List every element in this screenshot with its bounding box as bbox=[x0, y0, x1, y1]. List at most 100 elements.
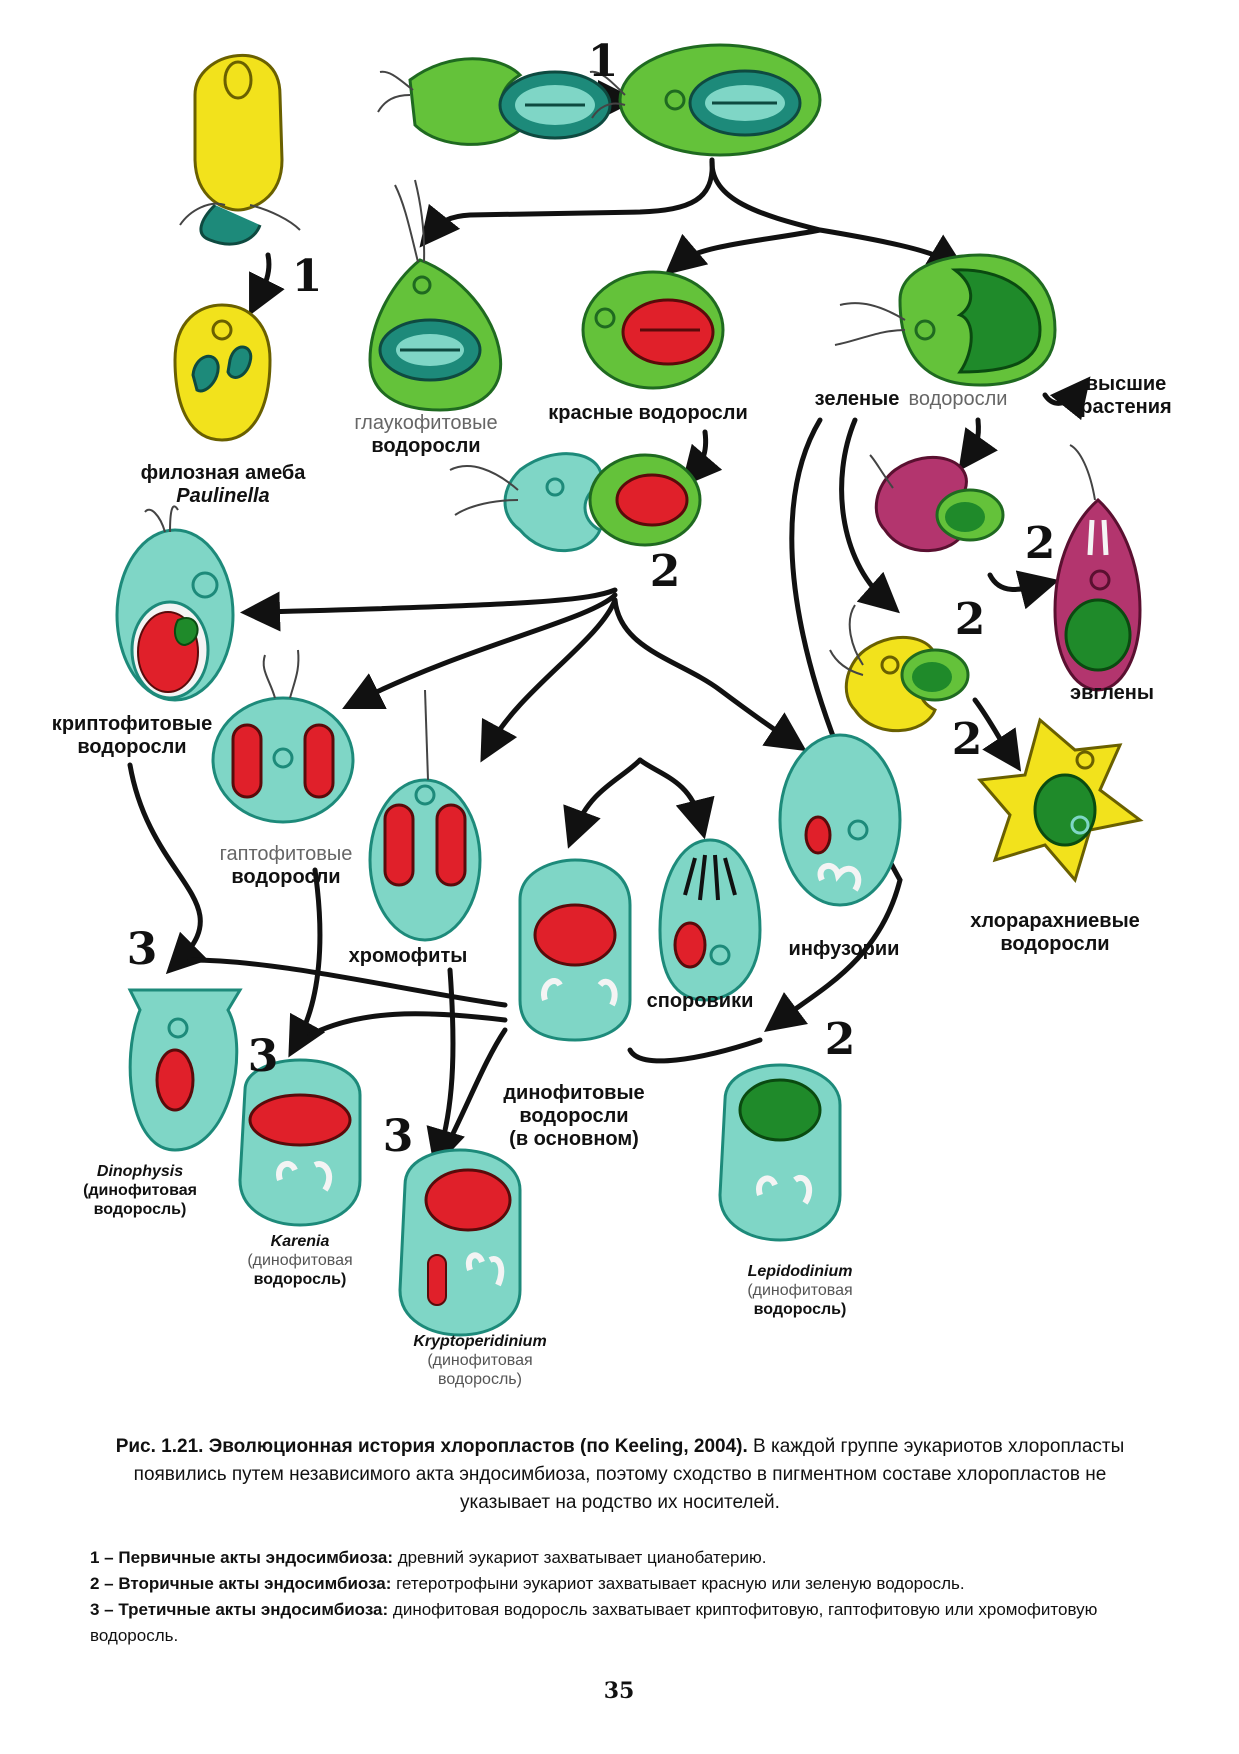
legend-note-2-head: 2 – Вторичные акты эндосимбиоза: bbox=[90, 1574, 392, 1593]
lepidodinium-name: Lepidodinium bbox=[747, 1263, 853, 1280]
paulinella-with-plastids-cell bbox=[173, 303, 272, 442]
endosymbiosis-diagram: филозная амеба Paulinella глаукофитовые … bbox=[51, 36, 1172, 1389]
green-algae-cell bbox=[834, 253, 1057, 387]
glaucophyte-cell bbox=[368, 179, 503, 412]
glaucophyte-label-line2: водоросли bbox=[371, 435, 481, 457]
karenia-name: Karenia bbox=[270, 1233, 330, 1250]
arrow-red-secondary bbox=[680, 429, 723, 488]
lepidodinium-line2: (динофитовая bbox=[747, 1282, 853, 1299]
chlorarach-engulf-cell bbox=[829, 604, 970, 733]
caption-title: Рис. 1.21. Эволюционная история хлоропла… bbox=[115, 1436, 748, 1457]
diagram-canvas bbox=[115, 43, 1144, 1337]
legend-note-2-text: гетеротрофыни эукариот захватывает красн… bbox=[396, 1574, 965, 1593]
kryptoperidinium-cell bbox=[398, 1148, 522, 1337]
glaucophyte-label-line1: глаукофитовые bbox=[354, 412, 498, 434]
arrow-hapto-karenia bbox=[288, 867, 326, 1058]
dinophysis-cell bbox=[127, 988, 243, 1152]
cryptophyte-cell bbox=[115, 505, 235, 702]
karenia-label: Karenia (динофитовая водоросль) bbox=[247, 1232, 352, 1289]
haptophyte-label-line1: гаптофитовые bbox=[219, 843, 353, 865]
arrow-to-glaucophytes bbox=[419, 157, 715, 248]
step-number-chlorarach-a: 2 bbox=[954, 594, 986, 645]
arrow-to-green-algae bbox=[817, 227, 968, 273]
primary-host-cell bbox=[377, 57, 612, 146]
red-algae-cell bbox=[581, 270, 725, 390]
sporozoa-label: споровики bbox=[646, 990, 754, 1012]
euglena-cell bbox=[1053, 444, 1142, 692]
arrow-paulinella bbox=[249, 252, 285, 316]
dinophysis-name: Dinophysis bbox=[96, 1163, 184, 1180]
step-number-paulinella: 1 bbox=[291, 251, 323, 302]
green-algae-label-a: зеленые bbox=[814, 388, 900, 410]
chlorarach-label: хлорарахниевые водоросли bbox=[970, 910, 1140, 956]
kryptoperidinium-label: Kryptoperidinium (динофитовая водоросль) bbox=[413, 1332, 546, 1389]
primary-plastid-cell bbox=[589, 43, 822, 157]
step-number-dinophysis: 3 bbox=[126, 924, 158, 975]
dinophysis-line2: (динофитовая bbox=[83, 1182, 197, 1199]
dinophysis-line3: водоросль) bbox=[93, 1201, 187, 1218]
kryptoperidinium-name: Kryptoperidinium bbox=[413, 1333, 547, 1350]
arrow-to-chromophytes bbox=[480, 597, 618, 763]
dinoflagellate-label: динофитовые водоросли (в основном) bbox=[503, 1082, 644, 1151]
step-number-lepido: 2 bbox=[824, 1014, 856, 1065]
lepidodinium-label: Lepidodinium (динофитовая водоросль) bbox=[747, 1262, 852, 1319]
chlorarachniophyte-cell bbox=[977, 717, 1144, 884]
euglena-engulf-cell bbox=[869, 454, 1005, 553]
chromophyte-cell bbox=[368, 689, 482, 942]
arrow-to-sporozoa bbox=[637, 757, 715, 840]
chromophyte-label: хромофиты bbox=[348, 945, 468, 967]
step-number-red-secondary: 2 bbox=[649, 546, 681, 597]
karenia-cell bbox=[238, 1058, 362, 1227]
legend-note-3: 3 – Третичные акты эндосимбиоза: динофит… bbox=[90, 1597, 1150, 1649]
dinophysis-label: Dinophysis (динофитовая водоросль) bbox=[83, 1162, 197, 1219]
step-number-krypto: 3 bbox=[382, 1111, 414, 1162]
page-number: 35 bbox=[603, 1678, 635, 1704]
legend-note-2: 2 – Вторичные акты эндосимбиоза: гетерот… bbox=[90, 1571, 1150, 1597]
arrow-to-dinoflagellates bbox=[563, 757, 643, 849]
arrow-chlorarach bbox=[972, 697, 1022, 772]
kryptoperidinium-line3: водоросль) bbox=[438, 1371, 522, 1388]
arrow-green-chlorarach bbox=[839, 417, 900, 614]
arrow-to-haptophytes bbox=[342, 592, 618, 709]
haptophyte-cell bbox=[211, 649, 355, 824]
kryptoperidinium-line2: (динофитовая bbox=[427, 1352, 533, 1369]
legend-note-1-head: 1 – Первичные акты эндосимбиоза: bbox=[90, 1548, 393, 1567]
ciliate-cell bbox=[778, 733, 902, 907]
lepidodinium-line3: водоросль) bbox=[753, 1301, 847, 1318]
secondary-red-engulf-cell bbox=[449, 452, 702, 553]
red-algae-label: красные водоросли bbox=[548, 402, 748, 424]
arrow-dino-karenia bbox=[307, 1011, 508, 1038]
higher-plants-line1: высшие bbox=[1085, 373, 1167, 395]
arrow-to-ciliates bbox=[612, 597, 807, 752]
paulinella-label-line1: филозная амеба bbox=[140, 462, 306, 484]
cryptophyte-line2: водоросли bbox=[77, 736, 187, 758]
paulinella-label: филозная амеба Paulinella bbox=[141, 462, 306, 508]
step-number-karenia: 3 bbox=[247, 1031, 279, 1082]
legend-note-1-text: древний эукариот захватывает цианобатери… bbox=[397, 1548, 767, 1567]
paulinella-label-line2: Paulinella bbox=[176, 485, 270, 507]
arrow-chromo-krypto bbox=[426, 967, 465, 1170]
step-number-top: 1 bbox=[587, 36, 619, 87]
step-number-chlorarach-b: 2 bbox=[951, 714, 983, 765]
arrow-dino-lepido bbox=[627, 1037, 763, 1064]
paulinella-amoeba-cell bbox=[179, 54, 301, 246]
dinoflagellate-line3: (в основном) bbox=[509, 1128, 639, 1150]
arrow-euglena bbox=[987, 570, 1060, 610]
ciliate-label: инфузории bbox=[788, 938, 900, 960]
arrow-green-euglena bbox=[958, 417, 998, 472]
legend-note-1: 1 – Первичные акты эндосимбиоза: древний… bbox=[90, 1545, 1150, 1571]
haptophyte-label-line2: водоросли bbox=[231, 866, 341, 888]
dinoflagellate-cell bbox=[518, 858, 632, 1042]
dinoflagellate-line1: динофитовые bbox=[503, 1082, 645, 1104]
lepidodinium-cell bbox=[718, 1063, 842, 1242]
cryptophyte-line1: криптофитовые bbox=[51, 713, 213, 735]
step-number-euglena: 2 bbox=[1024, 518, 1056, 569]
arrow-to-red-algae bbox=[664, 157, 821, 275]
figure-caption: Рис. 1.21. Эволюционная история хлоропла… bbox=[90, 1433, 1150, 1517]
caption-text: В каждой группе эукариотов хлоропласты п… bbox=[133, 1436, 1125, 1513]
green-algae-label-b: водоросли bbox=[908, 388, 1008, 410]
karenia-line2: (динофитовая bbox=[247, 1252, 353, 1269]
legend-note-3-text: динофитовая водоросль захватывает крипто… bbox=[90, 1600, 1098, 1645]
arrow-dino-krypto bbox=[442, 1027, 508, 1153]
sporozoa-cell bbox=[658, 838, 762, 1002]
